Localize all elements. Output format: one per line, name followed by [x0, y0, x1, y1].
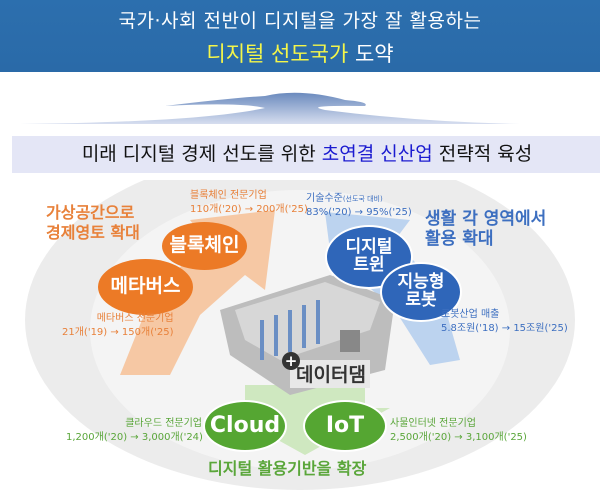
metaverse-bubble: 메타버스: [98, 259, 193, 315]
twin-note-value: 83%('20) → 95%('25): [306, 207, 412, 218]
cloud-bubble: Cloud: [203, 400, 287, 452]
right-heading-line1: 생활 각 영역에서: [425, 209, 547, 229]
header-line2: 디지털 선도국가 도약: [0, 38, 600, 68]
twin-note: 기술수준(선도국 대비) 83%('20) → 95%('25): [306, 192, 412, 220]
data-dam-label: 데이터댐: [296, 364, 366, 386]
iot-note-value: 2,500개('20) → 3,100개('25): [390, 432, 527, 443]
digital-twin-label2: 트윈: [353, 255, 385, 275]
left-heading-line2: 경제영토 확대: [46, 223, 140, 242]
blockchain-note-value: 110개('20) → 200개('25): [190, 204, 308, 215]
up-arrow-graphic: [20, 92, 520, 124]
blockchain-note-title: 블록체인 전문기업: [190, 190, 267, 201]
cloud-note-value: 1,200개('20) → 3,000개('24): [66, 432, 203, 443]
robot-note: 로봇산업 매출 5.8조원('18) → 15조원('25): [441, 308, 568, 336]
robot-note-value: 5.8조원('18) → 15조원('25): [441, 323, 568, 334]
banner-suffix: 전략적 육성: [432, 143, 533, 165]
header-highlight: 디지털 선도국가: [206, 42, 349, 66]
cloud-note: 클라우드 전문기업 1,200개('20) → 3,000개('24): [66, 417, 203, 445]
cloud-note-title: 클라우드 전문기업: [125, 418, 202, 429]
robot-note-title: 로봇산업 매출: [441, 309, 500, 320]
digital-twin-label1: 디지털: [345, 237, 393, 258]
right-heading-line2: 활용 확대: [425, 229, 494, 249]
data-dam-illustration: [220, 275, 395, 395]
robot-label2: 로봇: [405, 290, 437, 310]
header-banner: 국가·사회 전반이 디지털을 가장 잘 활용하는 디지털 선도국가 도약: [0, 0, 600, 72]
twin-note-sub: (선도국 대비): [342, 195, 383, 203]
iot-note: 사물인터넷 전문기업 2,500개('20) → 3,100개('25): [390, 417, 527, 445]
header-line1: 국가·사회 전반이 디지털을 가장 잘 활용하는: [118, 10, 482, 32]
banner-prefix: 미래 디지털 경제 선도를 위한: [81, 143, 322, 165]
robot-label1: 지능형: [397, 272, 445, 293]
metaverse-note-title: 메타버스 전문기업: [96, 313, 174, 324]
iot-bubble: IoT: [303, 400, 387, 452]
blockchain-bubble: 블록체인: [162, 222, 247, 270]
plus-icon: +: [282, 352, 300, 370]
strategy-banner: 미래 디지털 경제 선도를 위한 초연결 신산업 전략적 육성: [12, 136, 600, 173]
iot-note-title: 사물인터넷 전문기업: [390, 418, 476, 429]
blockchain-note: 블록체인 전문기업 110개('20) → 200개('25): [190, 189, 308, 217]
bottom-heading: 디지털 활용기반을 확장: [208, 459, 367, 478]
banner-highlight: 초연결 신산업: [321, 143, 433, 165]
metaverse-note-value: 21개('19) → 150개('25): [62, 327, 174, 338]
left-heading-line1: 가상공간으로: [46, 203, 135, 222]
header-line2-rest: 도약: [348, 42, 394, 66]
twin-note-title: 기술수준: [306, 193, 343, 204]
metaverse-note: 메타버스 전문기업 21개('19) → 150개('25): [62, 312, 174, 340]
